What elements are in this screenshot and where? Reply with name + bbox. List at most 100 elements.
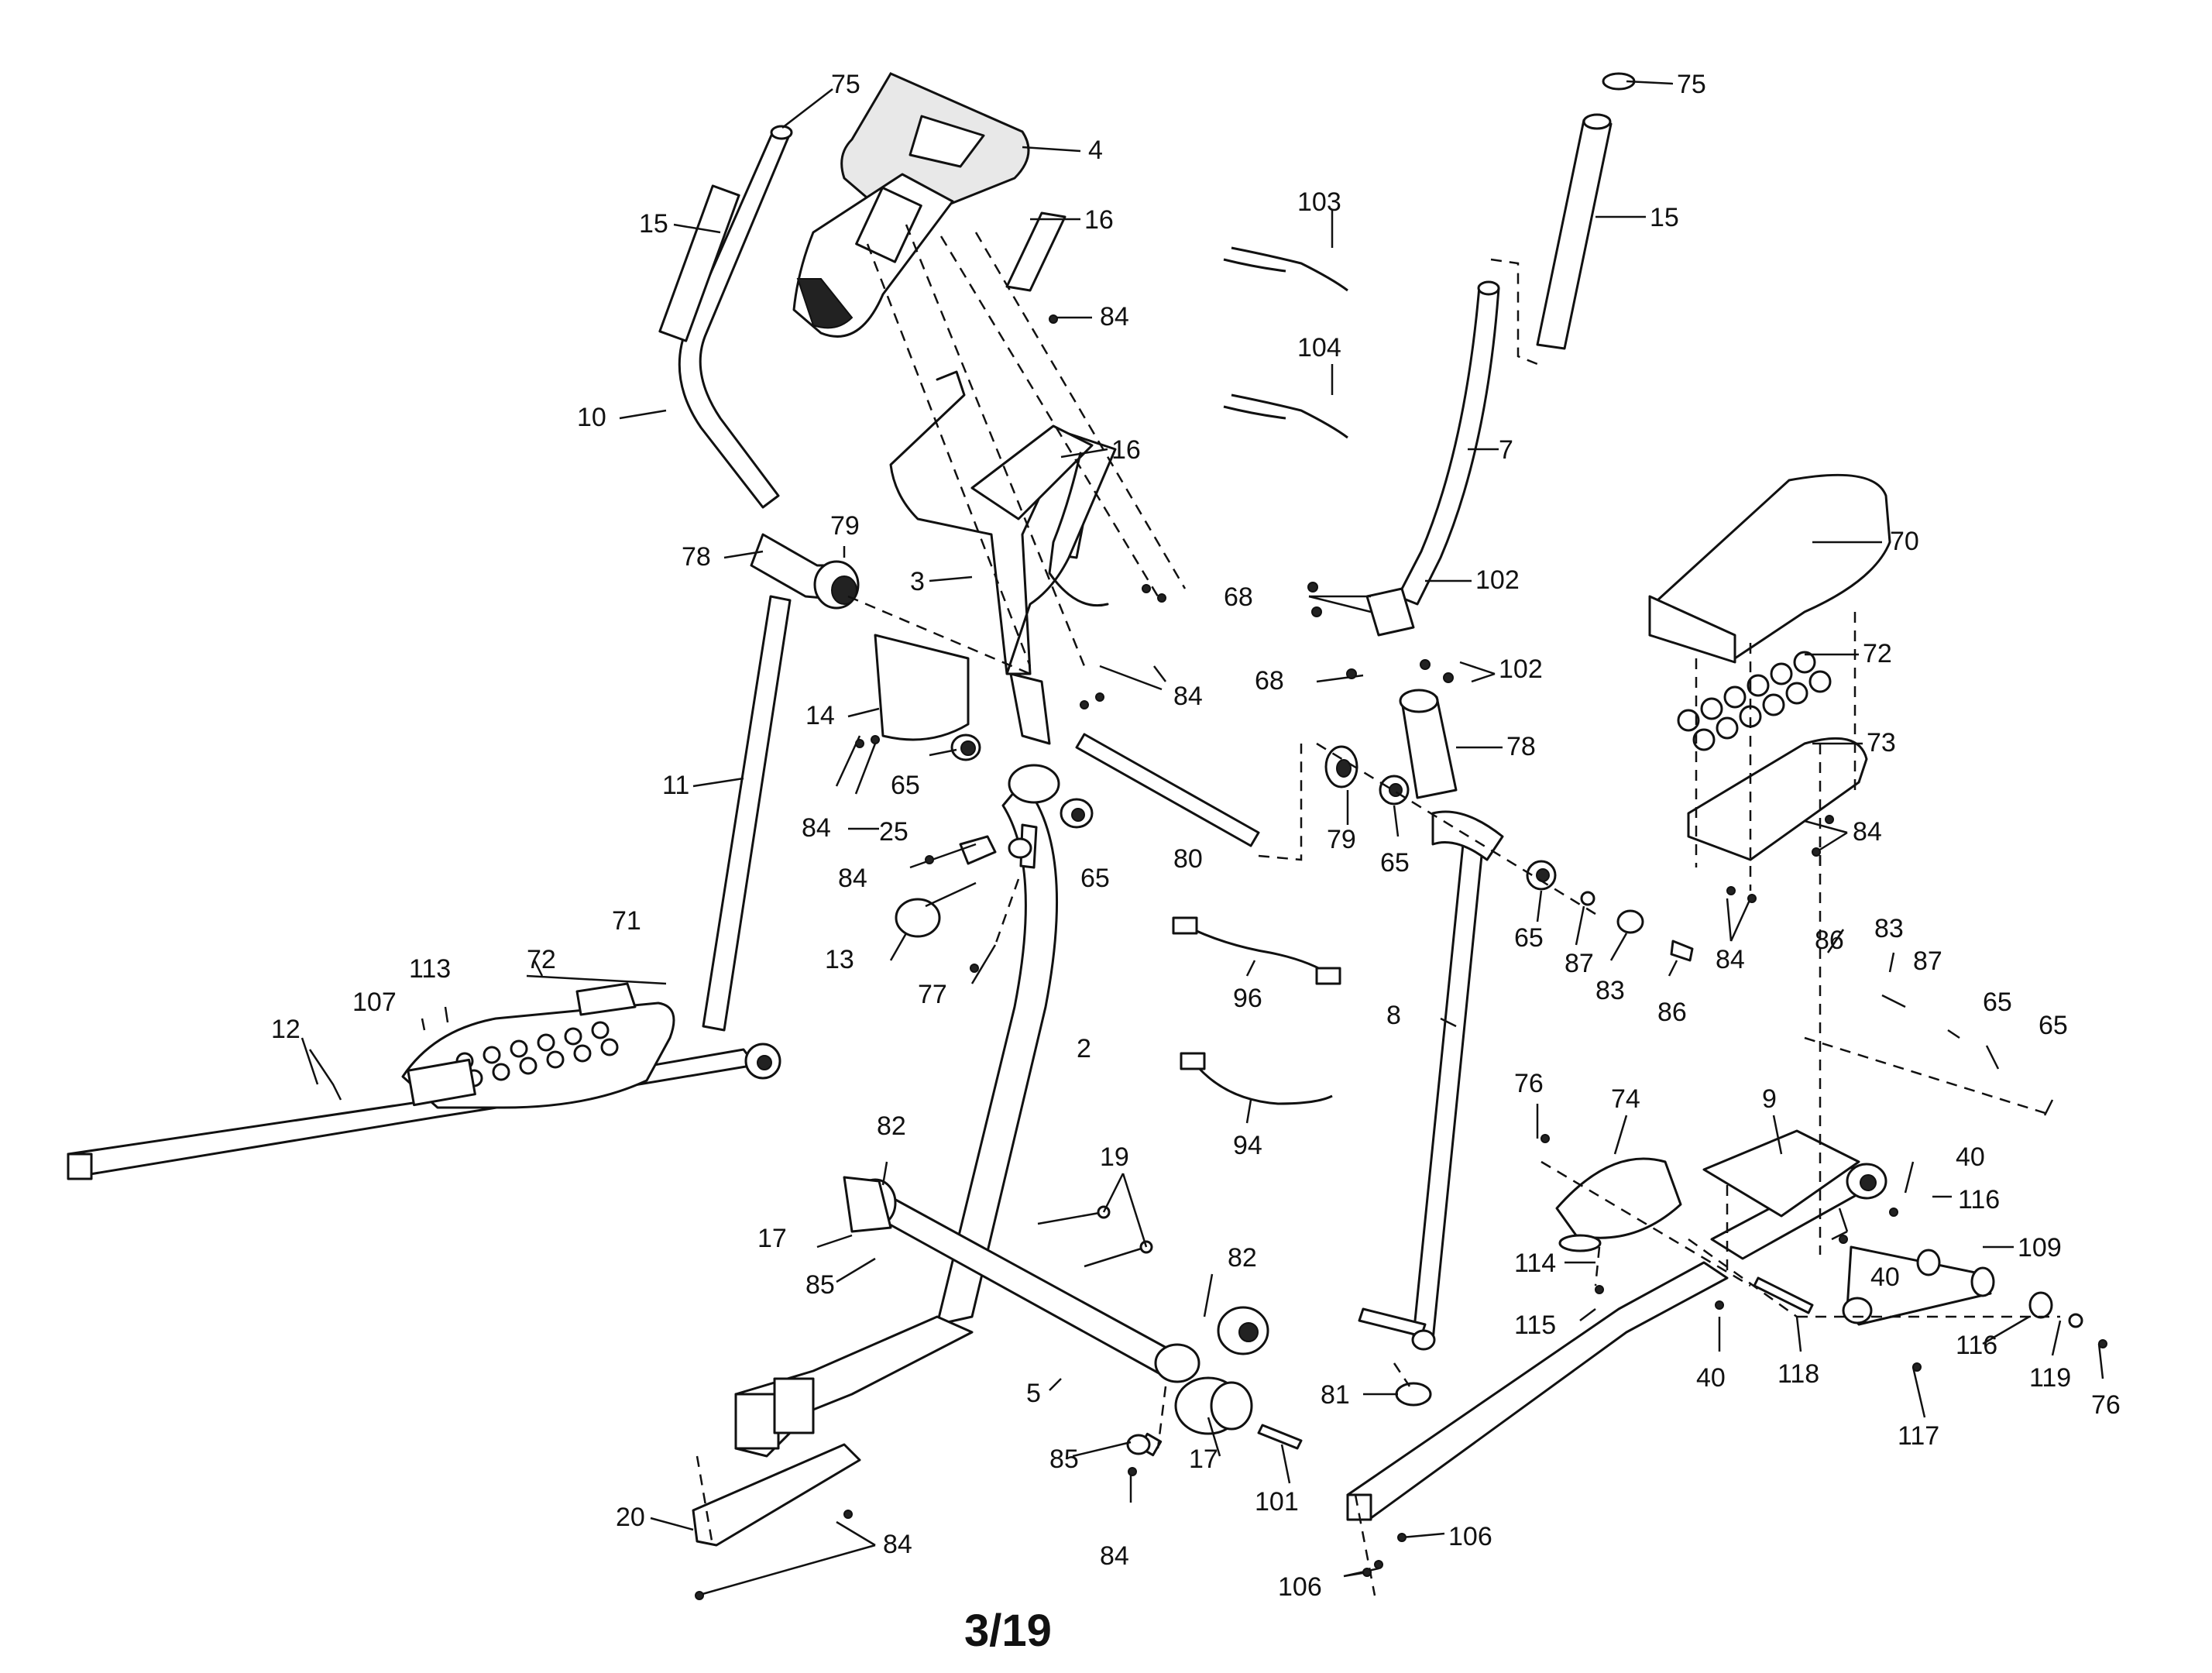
callout-label: 80 [1173, 844, 1203, 874]
callout-label: 10 [577, 403, 606, 432]
callout-label: 65 [1080, 864, 1110, 893]
callout-label: 5 [1026, 1379, 1041, 1408]
callout-label: 83 [1874, 914, 1904, 943]
callout-label: 68 [1255, 666, 1284, 696]
callout-label: 40 [1696, 1363, 1726, 1393]
knob-13 [895, 733, 1094, 938]
right-upper-handlebar-7 [1365, 280, 1500, 637]
callout-label: 85 [805, 1270, 835, 1300]
pedal-bracket-73 [1687, 737, 1868, 861]
callout-label: 7 [1499, 435, 1513, 465]
callout-label: 13 [825, 945, 854, 974]
callout-label: 12 [271, 1015, 301, 1044]
callout-label: 15 [639, 209, 668, 239]
callout-label: 117 [1898, 1421, 1939, 1451]
right-bushings [1324, 745, 1694, 962]
callout-label: 73 [1867, 728, 1896, 757]
callout-label: 86 [1815, 926, 1844, 955]
callout-label: 8 [1386, 1001, 1401, 1030]
callout-label: 15 [1650, 203, 1679, 232]
callout-label: 119 [2029, 1363, 2071, 1393]
leader-lines [301, 88, 1291, 1597]
callout-label: 68 [1224, 582, 1253, 612]
callout-label: 3 [910, 567, 925, 596]
callout-label: 72 [1863, 639, 1892, 668]
callout-label: 40 [1870, 1262, 1900, 1292]
wheels-and-caps [1126, 1306, 1269, 1457]
link-109 [1842, 1245, 2083, 1328]
callout-label: 82 [1228, 1243, 1257, 1273]
callout-label: 14 [805, 701, 835, 730]
callout-label: 84 [1173, 682, 1203, 711]
left-pivot-78 [750, 533, 860, 610]
callout-label: 102 [1475, 565, 1520, 595]
callout-label: 84 [883, 1530, 912, 1559]
callout-label: 109 [2018, 1233, 2062, 1262]
callout-label: 17 [1189, 1445, 1218, 1474]
callout-label: 86 [1657, 998, 1687, 1027]
callout-label: 85 [1049, 1445, 1079, 1474]
callout-label: 116 [1958, 1185, 2000, 1214]
callout-label: 75 [1677, 70, 1706, 99]
callout-label: 118 [1778, 1359, 1819, 1389]
callout-label: 74 [1611, 1084, 1640, 1114]
callout-label: 81 [1321, 1380, 1350, 1410]
bolt-118 [1753, 1276, 1814, 1314]
wire-harness-104 [1223, 393, 1348, 439]
callout-label: 82 [877, 1111, 906, 1141]
callout-label: 106 [1278, 1572, 1322, 1602]
stabilizer-5 [843, 1176, 1200, 1383]
wire-harness-94 [1180, 1052, 1333, 1105]
callout-label: 114 [1514, 1249, 1556, 1278]
callout-label: 84 [1100, 302, 1129, 332]
right-pedal-insert-72 [1677, 651, 1832, 751]
callout-label: 84 [1100, 1541, 1129, 1571]
callout-label: 78 [682, 542, 711, 572]
callout-label: 83 [1595, 976, 1625, 1005]
shroud-14 [874, 634, 970, 741]
left-lower-arm-11 [702, 595, 792, 1032]
callout-label: 116 [1956, 1331, 1997, 1360]
callout-label: 75 [831, 70, 860, 99]
callout-label: 4 [1088, 136, 1103, 165]
callout-label: 113 [409, 954, 451, 984]
upright-3 [889, 370, 1117, 745]
wire-harness-96 [1172, 916, 1341, 985]
right-lower-arm-8 [1358, 810, 1504, 1407]
callout-label: 76 [1514, 1069, 1544, 1098]
callout-label: 94 [1233, 1131, 1262, 1160]
callout-label: 84 [838, 864, 867, 893]
callout-label: 84 [1853, 817, 1882, 847]
console-4 [792, 72, 1030, 338]
callout-label: 65 [2039, 1011, 2068, 1040]
screws [695, 314, 2107, 1600]
callout-label: 40 [1956, 1142, 1985, 1172]
pedal-plate [1555, 1129, 1860, 1252]
left-upper-handlebar [658, 125, 793, 509]
callout-label: 77 [918, 980, 947, 1009]
callout-label: 70 [1890, 527, 1919, 556]
callout-label: 102 [1499, 654, 1543, 684]
callout-label: 115 [1514, 1311, 1556, 1340]
callout-label: 19 [1100, 1142, 1129, 1172]
right-pivot-78 [1399, 689, 1458, 799]
callout-label: 72 [527, 945, 556, 974]
callout-label: 78 [1506, 732, 1536, 761]
left-pedal-71 [401, 982, 675, 1109]
callout-label: 17 [757, 1224, 787, 1253]
callout-label: 16 [1084, 205, 1114, 235]
callout-label: 101 [1255, 1487, 1299, 1517]
bolts-19 [1037, 1205, 1153, 1268]
base-frame [734, 1315, 974, 1458]
callout-label: 106 [1448, 1522, 1492, 1551]
wire-harness-103 [1223, 246, 1348, 292]
callout-label: 20 [616, 1503, 645, 1532]
callout-label: 79 [1327, 825, 1356, 854]
callout-label: 107 [352, 988, 397, 1017]
callout-label: 104 [1297, 333, 1341, 362]
callout-label: 79 [830, 511, 860, 541]
page-number: 3/19 [964, 1606, 1052, 1656]
callout-label: 76 [2091, 1390, 2121, 1420]
callout-labels: 75 15 4 16 84 10 16 79 78 3 84 14 11 65 … [271, 70, 2121, 1602]
